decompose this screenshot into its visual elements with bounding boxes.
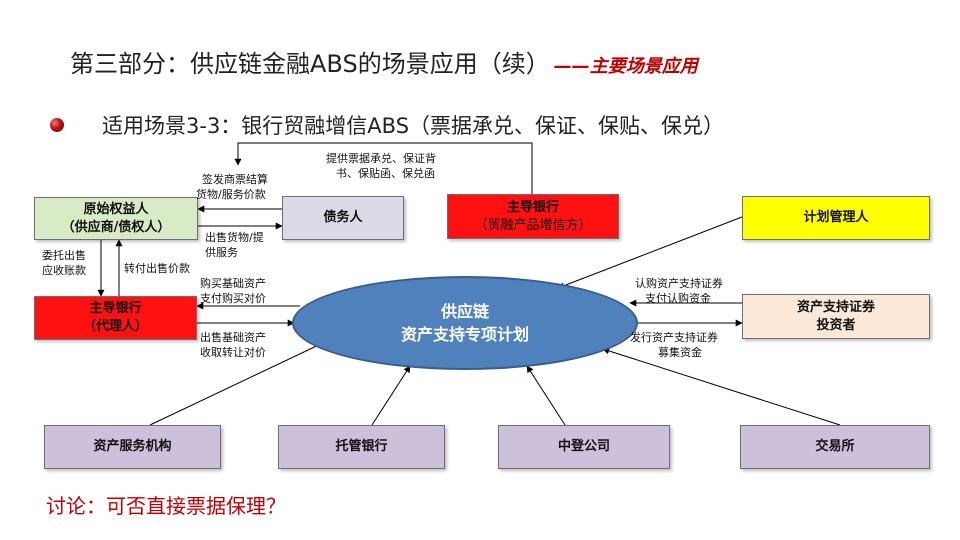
node-label: 债务人: [323, 210, 363, 226]
node-label: 计划管理人: [803, 210, 869, 226]
title-sub: ——主要场景应用: [553, 56, 698, 77]
node-label: （代理人）: [82, 319, 148, 334]
node-lead-bank-enhancer: 主导银行 （贸融产品增信方）: [447, 194, 619, 239]
label-subscribe: 认购资产支持证券 支付认购资金: [635, 277, 723, 307]
label-line: 支付购买对价: [200, 291, 266, 305]
node-exchange: 交易所: [740, 425, 930, 469]
label-line: 收取转让对价: [200, 345, 266, 359]
node-label: 主导银行: [506, 199, 559, 215]
node-lead-bank-agent: 主导银行 （代理人）: [34, 296, 197, 340]
node-debtor: 债务人: [282, 196, 404, 240]
node-label: （贸融产品增信方）: [474, 217, 592, 233]
arrow-servicer: [149, 341, 326, 426]
node-asset-servicer: 资产服务机构: [44, 425, 221, 469]
label-line: 出售基础资产: [200, 331, 266, 344]
node-label: 资产支持证券: [796, 299, 875, 315]
label-line: 委托出售: [42, 249, 86, 262]
scenario-heading: 适用场景3-3：银行贸融增信ABS（票据承兑、保证、保贴、保兑）: [102, 114, 725, 138]
discussion-question: 讨论：可否直接票据保理？: [46, 494, 286, 518]
arrow-custodian: [371, 365, 411, 426]
node-label: 原始权益人: [83, 201, 149, 217]
node-investor: 资产支持证券投资者: [742, 294, 930, 339]
arrow-guarantee: [234, 142, 533, 194]
label-line: 认购资产支持证券: [635, 277, 723, 290]
label-line: 书、保贴函、保兑函: [336, 166, 435, 180]
label-issue-bill: 签发商票结算 货物/服务价款: [196, 173, 268, 203]
label-line: 货物/服务价款: [196, 187, 266, 201]
label-line: 应收账款: [42, 263, 86, 277]
node-label: 资产支持专项计划: [400, 325, 529, 344]
label-buy-assets: 购买基础资产 支付购买对价: [200, 277, 266, 307]
node-label: 主导银行: [89, 301, 142, 317]
label-issue: 发行资产支持证券 募集资金: [630, 331, 718, 361]
label-line: 提供票据承兑、保证背: [326, 152, 436, 165]
page-title: 第三部分：供应链金融ABS的场景应用（续）——主要场景应用: [70, 44, 698, 79]
label-line: 发行资产支持证券: [630, 331, 718, 344]
label-line: 支付认购资金: [645, 291, 711, 305]
label-line: 募集资金: [658, 345, 702, 359]
node-custodian-bank: 托管银行: [278, 425, 445, 469]
label-sell-assets: 出售基础资产 收取转让对价: [200, 331, 266, 361]
node-original-rights-holder: 原始权益人 （供应商/债权人）: [34, 197, 198, 240]
node-label: 投资者: [816, 317, 856, 333]
label-line: 出售货物/提: [205, 231, 264, 244]
label-provide-guarantee: 提供票据承兑、保证背 书、保贴函、保兑函: [326, 152, 436, 182]
node-label: 供应链: [440, 301, 489, 321]
node-spv: 供应链 资产支持专项计划: [292, 276, 638, 370]
node-csdc: 中登公司: [498, 425, 670, 469]
label-line: 签发商票结算: [202, 173, 268, 186]
node-label: 中登公司: [557, 439, 610, 455]
bullet-icon: [50, 118, 64, 132]
label-sell-goods: 出售货物/提 供服务: [205, 231, 264, 261]
label-line: 转付出售价款: [124, 262, 190, 275]
label-entrust-sell: 委托出售 应收账款: [42, 249, 86, 279]
label-forward-payment: 转付出售价款: [124, 262, 190, 277]
arrow-csdc: [526, 365, 566, 426]
node-label: 托管银行: [335, 439, 388, 455]
label-line: 供服务: [205, 245, 238, 259]
label-line: 购买基础资产: [200, 277, 266, 290]
node-label: （供应商/债权人）: [61, 219, 171, 235]
arrow-exchange: [602, 347, 841, 426]
arrow-planner: [557, 216, 743, 289]
node-label: 资产服务机构: [93, 439, 172, 455]
node-label: 交易所: [815, 439, 855, 455]
title-main: 第三部分：供应链金融ABS的场景应用（续）: [70, 50, 550, 78]
node-plan-manager: 计划管理人: [742, 196, 930, 240]
